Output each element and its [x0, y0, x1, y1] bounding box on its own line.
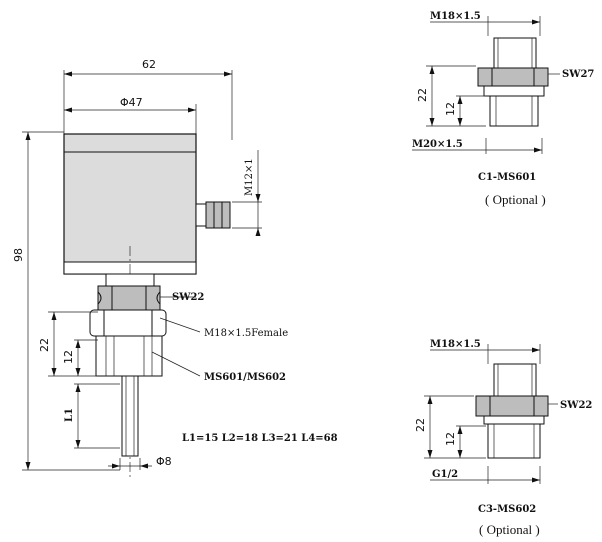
label-m18-female: M18×1.5Female — [204, 328, 288, 339]
option-c1-view: M18×1.5 SW27 22 12 M20×1.5 C1-MS601 ( Op… — [412, 11, 594, 207]
option-c3-view: M18×1.5 SW22 22 12 G1/2 C3-MS602 ( Optio… — [414, 339, 592, 537]
label-probe-dia: Φ8 — [156, 455, 172, 468]
m12-connector: M12×1 — [195, 150, 262, 236]
c1-optional: ( Optional ) — [485, 192, 546, 207]
c3-label-hex: SW22 — [560, 400, 592, 411]
label-height-98: 98 — [12, 248, 25, 262]
sensor-neck — [105, 273, 155, 287]
label-lengths: L1=15 L2=18 L3=21 L4=68 — [182, 433, 338, 444]
dim-probe-8: Φ8 — [108, 455, 172, 470]
label-ms601-ms602: MS601/MS602 — [204, 372, 286, 383]
c1-label-thread-top: M18×1.5 — [430, 11, 481, 22]
c1-label-thread-bottom: M20×1.5 — [412, 139, 463, 150]
c3-label-thread-top: M18×1.5 — [430, 339, 481, 350]
dim-fitting-22-12: 22 12 — [38, 311, 98, 377]
dim-height-98: 98 — [12, 131, 120, 471]
main-sensor-view: 62 Φ47 98 — [12, 58, 338, 478]
dim-width-62: 62 — [63, 58, 233, 140]
c3-bottom-thread — [487, 423, 541, 459]
dim-l1: L1 — [64, 383, 120, 449]
c1-label-22: 22 — [416, 88, 429, 102]
c1-top-thread — [493, 37, 537, 69]
label-12-main: 12 — [62, 350, 75, 364]
female-fitting — [89, 309, 167, 377]
c3-hex — [475, 395, 549, 417]
c3-label-22: 22 — [414, 418, 427, 432]
hex-nut-sw22: SW22 — [97, 285, 204, 311]
label-diameter-47: Φ47 — [120, 96, 143, 109]
c1-name: C1-MS601 — [478, 172, 536, 183]
label-width-62: 62 — [142, 58, 156, 71]
label-22-main: 22 — [38, 338, 51, 352]
c3-name: C3-MS602 — [478, 504, 536, 515]
c3-label-thread-bottom: G1/2 — [432, 469, 458, 480]
sensor-probe — [121, 375, 139, 457]
label-m12-thread: M12×1 — [244, 158, 255, 196]
dim-diameter-47: Φ47 — [64, 96, 197, 134]
c3-top-thread — [493, 363, 537, 397]
c1-bottom-thread — [489, 95, 539, 127]
c1-label-12: 12 — [444, 102, 457, 116]
c3-optional: ( Optional ) — [479, 522, 540, 537]
label-sw22: SW22 — [172, 292, 204, 303]
c3-label-12: 12 — [444, 432, 457, 446]
c1-label-hex: SW27 — [562, 69, 594, 80]
c1-hex — [477, 67, 549, 87]
label-l1: L1 — [64, 408, 75, 422]
